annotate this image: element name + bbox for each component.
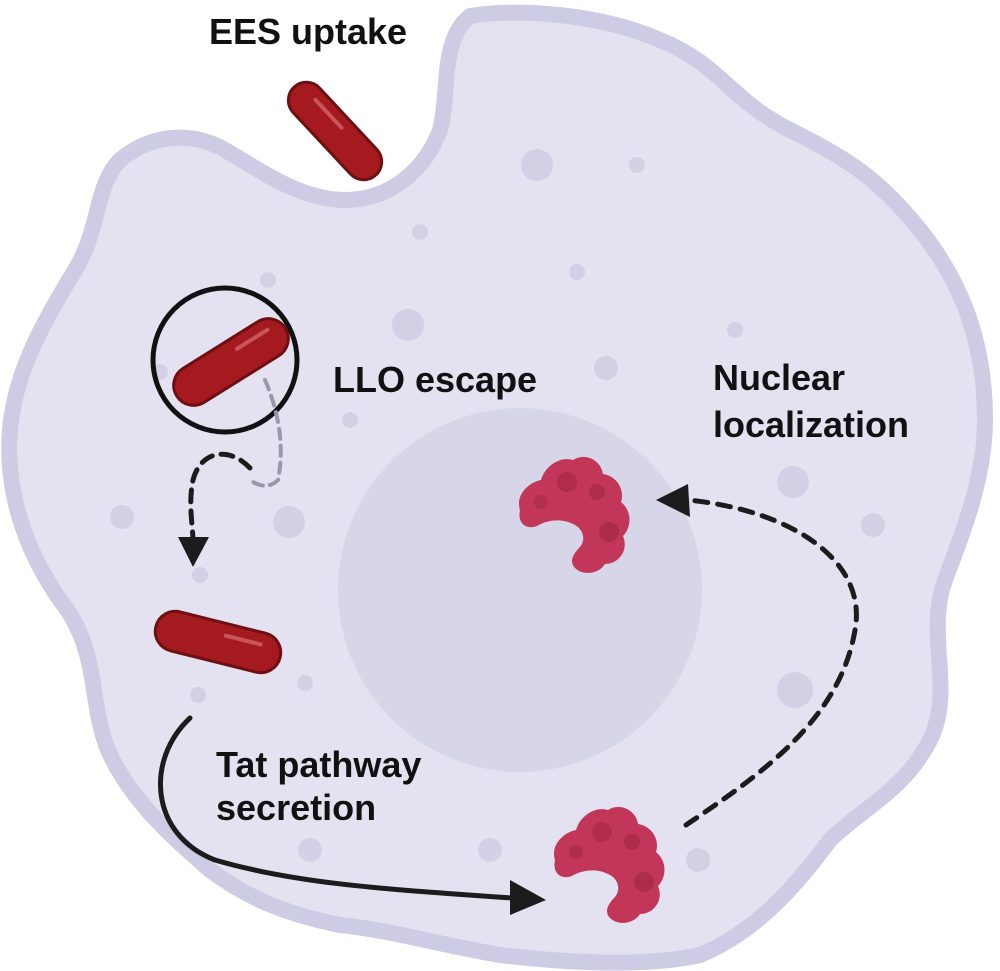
vesicle (298, 838, 322, 862)
protein-domain (599, 522, 619, 542)
vesicle (110, 505, 134, 529)
ruptured-vacuole-fragment (246, 378, 283, 488)
label-tat-line2: secretion (216, 787, 376, 828)
vesicle (342, 412, 358, 428)
nuclear-import-arrowhead (656, 484, 690, 517)
label-ees-uptake: EES uptake (209, 11, 407, 52)
bacterium-highlight (313, 97, 344, 130)
bacterium-body (286, 80, 384, 182)
vesicle (727, 322, 743, 338)
protein-domain (534, 495, 548, 509)
label-tat-line1: Tat pathway (216, 744, 421, 785)
secretion-arrow-icon (158, 715, 546, 915)
nuclear-import-arrow-line (683, 497, 859, 828)
protein-domain (592, 822, 612, 842)
vesicle (412, 224, 428, 240)
escape-arrowhead (178, 537, 209, 567)
vacuole-ring (150, 285, 300, 435)
protein-domain (589, 484, 605, 500)
vesicle (192, 567, 208, 583)
rod-shaped-bacterium-icon (172, 317, 290, 407)
protein-domain (634, 872, 654, 892)
secreted-effector-protein-icon (554, 806, 665, 923)
rod-shaped-bacterium-icon (286, 80, 384, 182)
vesicle (521, 149, 553, 181)
vesicle (777, 466, 809, 498)
vesicle (861, 513, 885, 537)
label-llo-escape: LLO escape (333, 359, 537, 400)
escape-arrow-line (188, 451, 253, 545)
secretion-arrow-line (158, 715, 515, 901)
bacterium-highlight (223, 633, 263, 647)
vesicles (110, 149, 885, 872)
rod-shaped-bacterium-icon (153, 609, 283, 675)
vesicle (392, 309, 424, 341)
secreted-effector-protein-icon (519, 456, 630, 573)
vesicle (190, 687, 206, 703)
vesicle (629, 157, 645, 173)
bacterium-highlight (234, 327, 270, 351)
protein-domain (557, 472, 577, 492)
escape-arrow-icon (178, 451, 253, 567)
nuclear-import-arrow-icon (656, 484, 859, 828)
protein-domain (624, 834, 640, 850)
vesicle (260, 272, 276, 288)
protein-domain (569, 845, 583, 859)
protein-blob (554, 806, 665, 923)
nucleus-icon (338, 408, 702, 772)
bacterium-body (153, 609, 283, 675)
vesicle (478, 838, 502, 862)
protein-blob (519, 456, 630, 573)
vesicle (297, 675, 313, 691)
label-nuclear-line1: Nuclear (713, 357, 845, 398)
secretion-arrowhead (510, 880, 546, 915)
bacterium-body (172, 317, 290, 407)
vesicle (273, 506, 305, 538)
vesicle (686, 848, 710, 872)
vesicle (594, 356, 618, 380)
label-nuclear-line2: localization (713, 404, 909, 445)
vesicle (569, 264, 585, 280)
vesicle (777, 672, 813, 708)
